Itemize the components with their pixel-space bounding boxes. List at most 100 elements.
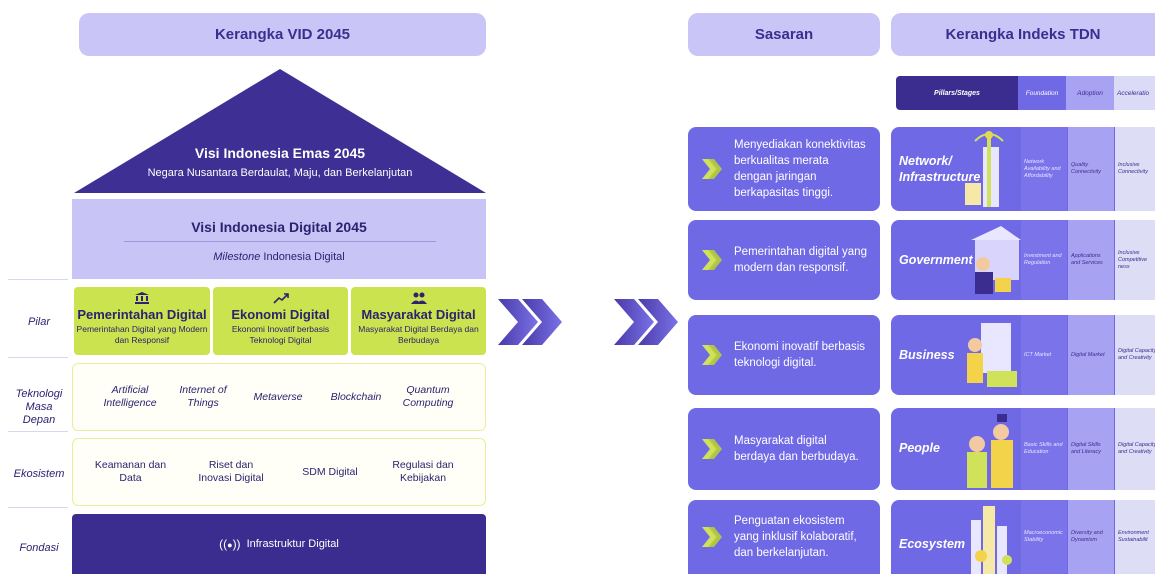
pillar-desc: Masyarakat Digital Berdaya dan Berbudaya — [358, 324, 479, 345]
tdn-acceleration: Digital Capacity and Creativity — [1115, 408, 1155, 490]
teknologi-item: Internet of Things — [179, 384, 227, 409]
tdn-foundation: Investment and Regulation — [1021, 220, 1067, 300]
tdn-pillar-name: People — [899, 441, 940, 455]
tdn-card-ecosystem: Ecosystem Macroeconomic Stability Divers… — [891, 500, 1155, 574]
visi-subtitle-rest: Indonesia Digital — [260, 251, 345, 263]
sasaran-text: Ekonomi inovatif berbasis teknologi digi… — [734, 341, 866, 369]
chevron-right-icon — [702, 527, 722, 547]
tdn-foundation: Basic Skills and Education — [1021, 408, 1067, 490]
tdn-foundation: Network Availability and Affordability — [1021, 127, 1067, 211]
ekosistem-item: Regulasi dan Kebijakan — [392, 459, 454, 484]
pillar-title: Ekonomi Digital — [231, 307, 330, 322]
people-illustration-icon — [967, 414, 1013, 488]
pillar-title: Pemerintahan Digital — [77, 307, 207, 322]
people-icon — [351, 292, 486, 306]
teknologi-box: Artificial Intelligence Internet of Thin… — [72, 363, 486, 431]
col-header-acceleration: Acceleratio — [1114, 76, 1155, 110]
tdn-adoption: Applications and Services — [1068, 220, 1114, 300]
col-header-label: Adoption — [1077, 89, 1103, 97]
tdn-card-people: People Basic Skills and Education Digita… — [891, 408, 1155, 490]
tdn-pillar-name: Business — [899, 348, 955, 362]
sasaran-header: Sasaran — [688, 13, 880, 56]
row-divider — [8, 279, 68, 280]
chevron-right-icon — [702, 439, 722, 459]
chart-up-icon — [213, 292, 348, 306]
col-header-label: Pillars/Stages — [934, 89, 980, 97]
chevron-right-icon — [702, 159, 722, 179]
bank-icon — [74, 292, 210, 306]
tdn-foundation: ICT Market — [1021, 315, 1067, 395]
business-illustration-icon — [967, 323, 1017, 387]
tdn-acceleration: Digital Capacity and Creativity — [1115, 315, 1155, 395]
tdn-card-business: Business ICT Market Digital Market Digit… — [891, 315, 1155, 395]
sasaran-text: Menyediakan konektivitas berkualitas mer… — [734, 139, 866, 199]
pillar-title: Masyarakat Digital — [361, 307, 476, 322]
tdn-acceleration: Inclusive Connectivity — [1115, 127, 1155, 211]
tdn-adoption: Digital Skills and Literacy — [1068, 408, 1114, 490]
sasaran-card: Ekonomi inovatif berbasis teknologi digi… — [688, 315, 880, 395]
vid-header: Kerangka VID 2045 — [79, 13, 486, 56]
sasaran-card: Penguatan ekosistem yang inklusif kolabo… — [688, 500, 880, 574]
roof-visi-emas: Visi Indonesia Emas 2045 Negara Nusantar… — [72, 67, 488, 195]
row-label-ekosistem: Ekosistem — [13, 468, 65, 480]
tdn-acceleration: Inclusive Competitive ness — [1115, 220, 1155, 300]
pillar-desc: Ekonomi Inovatif berbasis Teknologi Digi… — [231, 324, 330, 345]
tower-illustration-icon — [965, 131, 1004, 207]
pillar-ekonomi: Ekonomi Digital Ekonomi Inovatif berbasi… — [213, 287, 348, 355]
tdn-pillar-name: Government — [899, 253, 973, 267]
government-illustration-icon — [971, 226, 1021, 294]
ecosystem-illustration-icon — [971, 506, 1012, 574]
row-label-teknologi: Teknologi Masa Depan — [15, 388, 63, 426]
sasaran-text: Pemerintahan digital yang modern dan res… — [734, 246, 867, 274]
pillar-desc: Pemerintahan Digital yang Modern dan Res… — [76, 324, 208, 345]
ekosistem-item: SDM Digital — [302, 466, 358, 478]
teknologi-item: Quantum Computing — [402, 384, 454, 409]
tdn-header: Kerangka Indeks TDN — [891, 13, 1155, 56]
col-header-foundation: Foundation — [1018, 76, 1066, 110]
chevron-right-icon — [702, 345, 722, 365]
ekosistem-box: Keamanan dan Data Riset dan Inovasi Digi… — [72, 438, 486, 506]
chevron-right-icon — [702, 250, 722, 270]
roof-shape — [74, 69, 486, 193]
col-header-label: Foundation — [1025, 89, 1059, 97]
tdn-foundation: Macroeconomic Stability — [1021, 500, 1067, 574]
row-divider — [8, 507, 68, 508]
fondasi-box: ((●)) Infrastruktur Digital — [72, 514, 486, 574]
visi-divider — [124, 241, 436, 242]
pillar-masyarakat: Masyarakat Digital Masyarakat Digital Be… — [351, 287, 486, 355]
fondasi-label: Infrastruktur Digital — [246, 538, 339, 550]
visi-digital-subtitle: Milestone Indonesia Digital — [72, 251, 486, 263]
teknologi-item: Artificial Intelligence — [103, 384, 157, 409]
tdn-card-network: Network/ Infrastructure Network Availabi… — [891, 127, 1155, 211]
teknologi-item: Metaverse — [253, 391, 303, 403]
double-chevron-icon — [614, 299, 678, 345]
col-header-pillars: Pillars/Stages — [896, 76, 1018, 110]
antenna-icon: ((●)) — [219, 537, 241, 551]
row-label-fondasi: Fondasi — [19, 542, 59, 554]
ekosistem-item: Riset dan Inovasi Digital — [198, 459, 264, 484]
roof-title: Visi Indonesia Emas 2045 — [194, 145, 366, 161]
tdn-pillar-name: Network/ Infrastructure — [899, 154, 981, 184]
roof-subtitle: Negara Nusantara Berdaulat, Maju, dan Be… — [147, 167, 413, 179]
col-header-adoption: Adoption — [1066, 76, 1114, 110]
visi-digital-title: Visi Indonesia Digital 2045 — [191, 219, 367, 235]
sasaran-card: Pemerintahan digital yang modern dan res… — [688, 220, 880, 300]
sasaran-text: Penguatan ekosistem yang inklusif kolabo… — [734, 515, 857, 559]
sasaran-card: Menyediakan konektivitas berkualitas mer… — [688, 127, 880, 211]
tdn-adoption: Digital Market — [1068, 315, 1114, 395]
tdn-adoption: Quality Connectivity — [1068, 127, 1114, 211]
tdn-card-government: Government Investment and Regulation App… — [891, 220, 1155, 300]
tdn-adoption: Diversity and Dynamism — [1068, 500, 1114, 574]
ekosistem-item: Keamanan dan Data — [94, 459, 167, 484]
sasaran-header-label: Sasaran — [754, 26, 814, 43]
col-header-label: Acceleratio — [1117, 89, 1150, 97]
visi-digital-box: Visi Indonesia Digital 2045 Milestone In… — [72, 199, 486, 279]
teknologi-item: Blockchain — [330, 391, 382, 403]
double-chevron-icon — [498, 299, 562, 345]
vid-header-label: Kerangka VID 2045 — [214, 26, 351, 43]
row-divider — [8, 431, 68, 432]
sasaran-card: Masyarakat digital berdaya dan berbudaya… — [688, 408, 880, 490]
sasaran-text: Masyarakat digital berdaya dan berbudaya… — [734, 435, 859, 463]
tdn-acceleration: Environment Sustainabilit — [1115, 500, 1155, 574]
pillar-pemerintahan: Pemerintahan Digital Pemerintahan Digita… — [74, 287, 210, 355]
